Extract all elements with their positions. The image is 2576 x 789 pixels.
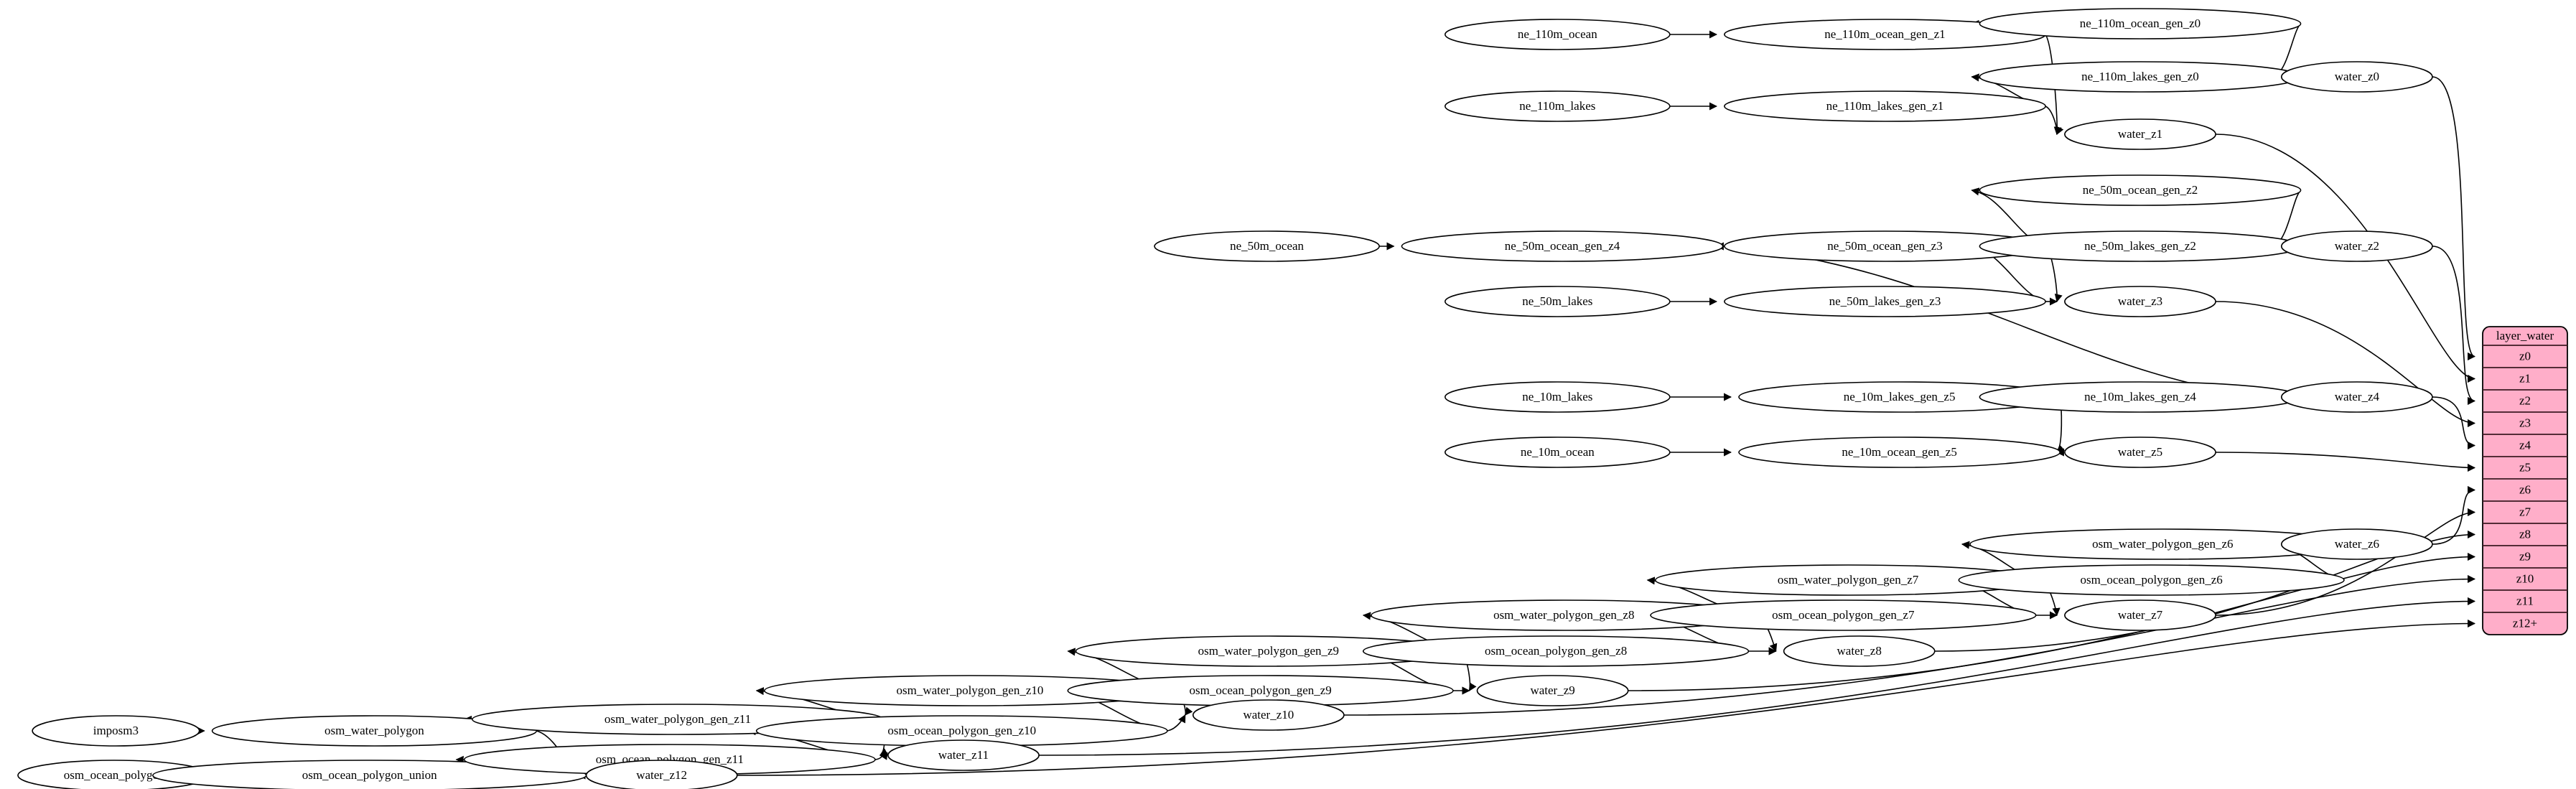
edge-osm_ocean_polygon_gen_z10-to-water_z10 xyxy=(1167,714,1186,732)
node-ne_110m_ocean[interactable]: ne_110m_ocean xyxy=(1445,19,1671,50)
node-shape-water_z10[interactable] xyxy=(1192,699,1345,731)
node-shape-osm_ocean_polygon_gen_z8[interactable] xyxy=(1362,635,1750,667)
node-shape-water_z7[interactable] xyxy=(2064,599,2216,631)
node-shape-water_z4[interactable] xyxy=(2280,381,2433,413)
node-shape-ne_110m_lakes[interactable] xyxy=(1445,90,1671,122)
node-ne_50m_ocean_gen_z4[interactable]: ne_50m_ocean_gen_z4 xyxy=(1401,230,1724,262)
node-water_z11[interactable]: water_z11 xyxy=(887,739,1040,771)
node-shape-water_z0[interactable] xyxy=(2280,61,2433,93)
node-ne_10m_ocean[interactable]: ne_10m_ocean xyxy=(1445,436,1671,468)
node-shape-water_z6[interactable] xyxy=(2280,528,2433,560)
node-shape-water_z3[interactable] xyxy=(2064,286,2216,317)
node-shape-ne_10m_lakes[interactable] xyxy=(1445,381,1671,413)
edge-water_z12-to-layer_water-z12plus xyxy=(737,619,2476,776)
edge-osm_ocean_polygon_gen_z11-to-water_z11 xyxy=(874,752,888,760)
node-water_z12[interactable]: water_z12 xyxy=(585,760,738,789)
node-water_z4[interactable]: water_z4 xyxy=(2280,381,2433,413)
node-ne_10m_lakes[interactable]: ne_10m_lakes xyxy=(1445,381,1671,413)
edge-water_z11-to-layer_water-z11 xyxy=(1039,597,2476,756)
node-shape-ne_50m_ocean[interactable] xyxy=(1154,230,1380,262)
node-shape-ne_50m_lakes[interactable] xyxy=(1445,286,1671,317)
node-ne_110m_lakes_gen_z1[interactable]: ne_110m_lakes_gen_z1 xyxy=(1724,90,2046,122)
layer-water-table: layer_waterz0z1z2z3z4z5z6z7z8z9z10z11z12… xyxy=(2482,326,2568,635)
node-shape-ne_110m_lakes_gen_z1[interactable] xyxy=(1724,90,2046,122)
node-ne_110m_ocean_gen_z0[interactable]: ne_110m_ocean_gen_z0 xyxy=(1979,8,2302,39)
node-shape-ne_10m_ocean[interactable] xyxy=(1445,436,1671,468)
node-shape-ne_50m_ocean_gen_z4[interactable] xyxy=(1401,230,1724,262)
node-ne_110m_lakes[interactable]: ne_110m_lakes xyxy=(1445,90,1671,122)
node-water_z9[interactable]: water_z9 xyxy=(1476,675,1629,706)
edge-water_z4-to-layer_water-z4 xyxy=(2432,396,2476,450)
node-osm_ocean_polygon_gen_z7[interactable]: osm_ocean_polygon_gen_z7 xyxy=(1650,599,2037,631)
node-shape-water_z8[interactable] xyxy=(1783,635,1936,667)
node-water_z2[interactable]: water_z2 xyxy=(2280,230,2433,262)
node-ne_50m_ocean_gen_z2[interactable]: ne_50m_ocean_gen_z2 xyxy=(1979,174,2302,206)
edge-water_z0-to-layer_water-z0 xyxy=(2432,76,2476,360)
edge-water_z7-to-layer_water-z7 xyxy=(2216,508,2476,616)
node-shape-ne_110m_lakes_gen_z0[interactable] xyxy=(1979,61,2302,93)
node-shape-ne_50m_lakes_gen_z2[interactable] xyxy=(1979,230,2302,262)
edge-water_z3-to-layer_water-z3 xyxy=(2216,301,2476,428)
node-water_z5[interactable]: water_z5 xyxy=(2064,436,2216,468)
edge-water_z10-to-layer_water-z10 xyxy=(1343,574,2476,716)
node-water_z7[interactable]: water_z7 xyxy=(2064,599,2216,631)
node-osm_ocean_polygon_gen_z6[interactable]: osm_ocean_polygon_gen_z6 xyxy=(1958,564,2345,596)
edge-ne_110m_lakes_gen_z1-to-water_z1 xyxy=(2045,106,2064,136)
node-water_z10[interactable]: water_z10 xyxy=(1192,699,1345,731)
node-shape-ne_10m_ocean_gen_z5[interactable] xyxy=(1738,436,2061,468)
node-ne_50m_lakes_gen_z2[interactable]: ne_50m_lakes_gen_z2 xyxy=(1979,230,2302,262)
node-ne_50m_lakes[interactable]: ne_50m_lakes xyxy=(1445,286,1671,317)
node-water_z3[interactable]: water_z3 xyxy=(2064,286,2216,317)
node-shape-water_z12[interactable] xyxy=(585,760,738,789)
node-shape-water_z5[interactable] xyxy=(2064,436,2216,468)
node-shape-water_z1[interactable] xyxy=(2064,118,2216,150)
node-shape-water_z11[interactable] xyxy=(887,739,1040,771)
node-shape-ne_50m_lakes_gen_z3[interactable] xyxy=(1724,286,2046,317)
node-shape-water_z2[interactable] xyxy=(2280,230,2433,262)
node-ne_10m_lakes_gen_z4[interactable]: ne_10m_lakes_gen_z4 xyxy=(1979,381,2302,413)
node-shape-ne_10m_lakes_gen_z4[interactable] xyxy=(1979,381,2302,413)
node-shape-ne_110m_ocean[interactable] xyxy=(1445,19,1671,50)
node-shape-osm_ocean_polygon_gen_z6[interactable] xyxy=(1958,564,2345,596)
node-ne_10m_ocean_gen_z5[interactable]: ne_10m_ocean_gen_z5 xyxy=(1738,436,2061,468)
node-ne_50m_lakes_gen_z3[interactable]: ne_50m_lakes_gen_z3 xyxy=(1724,286,2046,317)
edge-water_z5-to-layer_water-z5 xyxy=(2216,452,2476,472)
layer-water-table-background xyxy=(2482,326,2568,635)
node-water_z8[interactable]: water_z8 xyxy=(1783,635,1936,667)
edge-water_z2-to-layer_water-z2 xyxy=(2432,246,2476,406)
node-shape-water_z9[interactable] xyxy=(1476,675,1629,706)
node-osm_ocean_polygon_gen_z8[interactable]: osm_ocean_polygon_gen_z8 xyxy=(1362,635,1750,667)
edge-water_z8-to-layer_water-z8 xyxy=(1934,530,2476,652)
node-shape-osm_ocean_polygon_gen_z7[interactable] xyxy=(1650,599,2037,631)
node-ne_110m_lakes_gen_z0[interactable]: ne_110m_lakes_gen_z0 xyxy=(1979,61,2302,93)
node-shape-ne_110m_ocean_gen_z0[interactable] xyxy=(1979,8,2302,39)
node-imposm3[interactable]: imposm3 xyxy=(32,715,200,747)
node-shape-ne_50m_ocean_gen_z2[interactable] xyxy=(1979,174,2302,206)
node-water_z6[interactable]: water_z6 xyxy=(2280,528,2433,560)
node-layer: imposm3osm_ocean_polygonosm_water_polygo… xyxy=(17,8,2433,789)
node-water_z1[interactable]: water_z1 xyxy=(2064,118,2216,150)
node-water_z0[interactable]: water_z0 xyxy=(2280,61,2433,93)
edge-ne_50m_ocean_gen_z4-to-water_z4 xyxy=(1722,246,2274,401)
node-shape-imposm3[interactable] xyxy=(32,715,200,747)
node-ne_50m_ocean[interactable]: ne_50m_ocean xyxy=(1154,230,1380,262)
edge-water_z6-to-layer_water-z6 xyxy=(2432,485,2476,545)
